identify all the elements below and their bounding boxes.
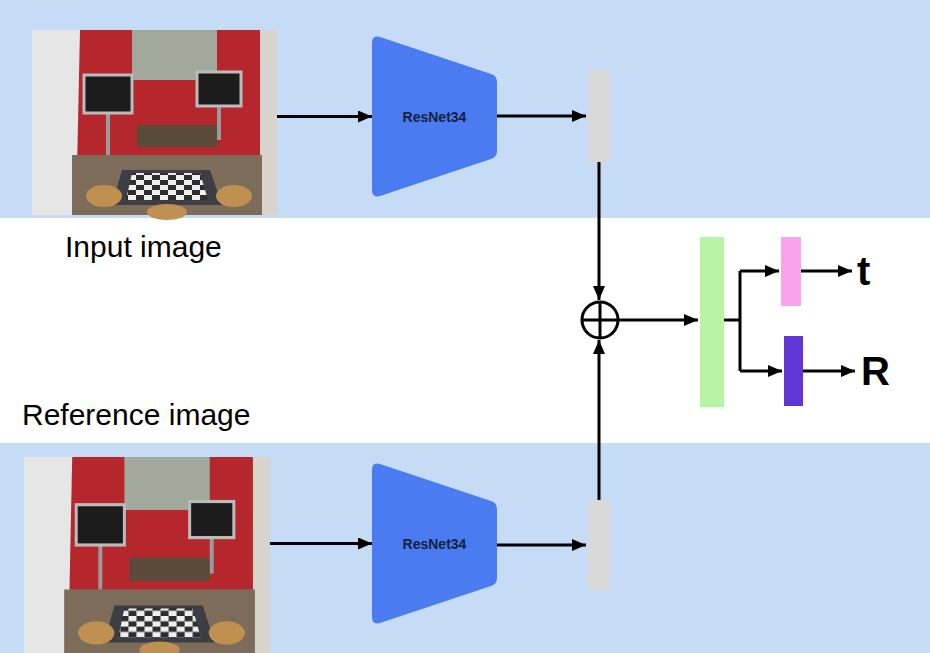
rotation-output: R (861, 351, 890, 391)
encoder-shape (372, 37, 497, 197)
concat-symbol (599, 302, 602, 338)
encoder-block: ResNet34 (372, 35, 497, 198)
flow-line (739, 271, 742, 371)
reference-photo (24, 457, 270, 653)
flow-arrow (619, 319, 698, 322)
flow-arrow (277, 115, 372, 118)
flow-arrow (803, 370, 855, 373)
flow-arrow (740, 370, 782, 373)
input-image-frame: Input image (32, 30, 277, 215)
flow-arrow (270, 542, 372, 545)
feature-vector (588, 70, 610, 162)
flow-arrow (740, 270, 779, 273)
translation-head (781, 237, 801, 306)
flow-arrow (598, 162, 601, 300)
block-label: ResNet34 (403, 536, 467, 552)
concat-symbol (582, 302, 618, 338)
flow-arrow (801, 270, 852, 273)
input-photo (32, 30, 277, 220)
block-label: ResNet34 (403, 109, 467, 125)
translation-output: t (857, 251, 870, 291)
image-caption: Reference image (22, 398, 250, 432)
encoder-shape (372, 464, 497, 624)
flow-line (724, 319, 740, 322)
fused-feature (700, 237, 724, 407)
flow-arrow (598, 340, 601, 500)
flow-arrow (497, 115, 586, 118)
rotation-head (784, 336, 803, 406)
reference-image-frame: Reference image (24, 457, 270, 653)
feature-vector (588, 500, 610, 590)
image-caption: Input image (65, 230, 222, 264)
flow-arrow (497, 544, 586, 547)
encoder-block: ResNet34 (372, 462, 497, 625)
